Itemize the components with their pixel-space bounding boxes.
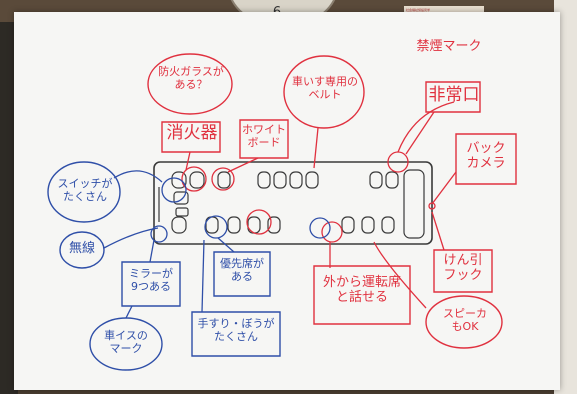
note-wheelchair-belt: 車いす専用の ベルト <box>292 75 358 101</box>
note-priority-seat: 優先席が ある <box>220 257 264 283</box>
note-mirrors: ミラーが 9つある <box>129 267 173 293</box>
drawing-ink <box>47 53 517 371</box>
note-outside-driver: 外から運転席 と話せる <box>322 275 401 305</box>
red-circle-marks <box>181 151 409 243</box>
note-fire-extinguisher: 消火器 <box>166 123 218 143</box>
note-emergency-exit: 非常口 <box>428 85 480 105</box>
sticker-text: 社会福祉施設見学 <box>406 8 431 12</box>
red-bubbles <box>147 53 517 349</box>
note-white-board: ホワイト ボード <box>242 123 286 149</box>
note-wheelchair-mark: 車イスの マーク <box>104 329 148 355</box>
note-back-camera: バック カメラ <box>466 141 506 171</box>
red-connectors <box>185 101 457 309</box>
note-wireless: 無線 <box>68 241 95 256</box>
note-tow-hook: けん引 フック <box>443 253 483 283</box>
blue-circle-marks <box>150 177 331 243</box>
board-edge-left <box>0 22 18 394</box>
note-fire-question: 防火ガラスが ある？ <box>158 65 224 91</box>
blue-connectors <box>103 170 235 319</box>
note-no-smoking: 禁煙マーク <box>416 39 482 54</box>
note-handrails: 手すり・ぼうが たくさん <box>197 317 275 343</box>
bus-driver-area <box>173 191 189 217</box>
note-switches: スイッチが たくさん <box>57 177 113 203</box>
note-speaker: スピーカ もOK <box>443 307 487 333</box>
bus-seats-top <box>171 169 425 239</box>
bus-outline <box>153 161 433 245</box>
paper-sheet: 防火ガラスが ある？ 消火器 ホワイト ボード 車いす専用の ベルト 禁煙マーク… <box>14 12 560 390</box>
